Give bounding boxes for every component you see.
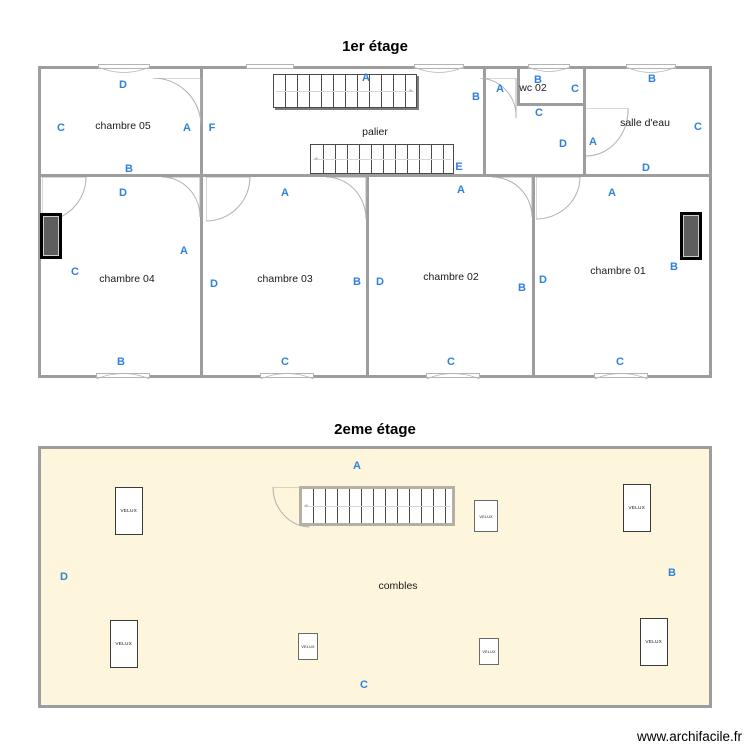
staircase-combles: ◂ [299,486,455,526]
wall-f1-chambre05-right [200,66,203,177]
velux-skylight: VELUX [479,638,499,665]
wall-side-letter: A [457,184,465,196]
wall-side-letter: B [125,163,133,175]
wall-f1-left [38,66,41,378]
wall-side-letter: A [589,136,597,148]
velux-label: VELUX [115,641,133,647]
door-salledeau [586,108,629,157]
wall-side-letter: A [183,122,191,134]
wall-side-letter: C [571,83,579,95]
wall-side-letter: B [668,567,676,579]
window-chambre01-bottom [594,373,648,378]
floor1-plan: ▸ ◂ [38,64,712,379]
wall-side-letter: C [71,266,79,278]
room-label: palier [362,126,388,138]
staircase-upper: ▸ [273,74,417,108]
wall-side-letter: A [496,83,504,95]
door-chambre03-right [326,177,367,220]
wall-side-letter: D [60,571,68,583]
wall-side-letter: A [353,460,361,472]
velux-skylight: VELUX [474,500,498,532]
room-label: wc 02 [519,82,547,94]
window-chambre03-bottom [260,373,314,378]
wall-f1-palier-right [483,66,486,177]
room-label: chambre 02 [423,271,479,283]
velux-skylight: VELUX [110,620,138,668]
window-wc02-top [528,64,570,69]
wall-side-letter: D [119,187,127,199]
wall-side-letter: D [642,162,650,174]
window-chambre02-bottom [426,373,480,378]
wall-side-letter: A [180,245,188,257]
wall-side-letter: B [670,261,678,273]
wall-f1-bottom [38,375,712,378]
room-label: chambre 01 [590,265,646,277]
wall-side-letter: C [57,122,65,134]
velux-label: VELUX [479,513,493,519]
wall-side-letter: D [559,138,567,150]
wall-side-letter: B [534,74,542,86]
wall-side-letter: A [362,72,370,84]
wall-side-letter: D [539,274,547,286]
wall-side-letter: C [281,356,289,368]
wall-side-letter: C [616,356,624,368]
wall-side-letter: E [455,161,463,173]
wall-side-letter: B [353,276,361,288]
wall-side-letter: B [472,91,480,103]
wall-side-letter: F [208,122,216,134]
window-chambre05-top [98,64,150,69]
window-palier-topleft [246,64,294,69]
wall-f1-chambre03-right [366,174,369,378]
floor2-plan: ◂ [38,446,712,708]
door-chambre01-left [536,177,581,220]
velux-skylight: VELUX [115,487,143,535]
wall-side-letter: D [210,278,218,290]
wall-side-letter: C [360,679,368,691]
wall-side-letter: C [447,356,455,368]
wall-side-letter: A [608,187,616,199]
wall-side-letter: C [694,121,702,133]
velux-label: VELUX [120,508,138,514]
wall-f1-top [38,66,712,69]
wall-side-letter: D [376,276,384,288]
velux-label: VELUX [482,649,496,654]
floor1-title: 1er étage [342,38,408,55]
staircase-lower: ◂ [310,144,454,174]
chimney-chambre01 [680,212,702,260]
wall-f1-right [709,66,712,378]
velux-label: VELUX [645,639,663,645]
door-chambre04-right [162,177,201,218]
room-label: chambre 04 [99,273,155,285]
room-label: salle d'eau [620,117,670,129]
velux-skylight: VELUX [623,484,651,532]
wall-wc02-left [517,66,520,106]
wall-side-letter: A [281,187,289,199]
window-palier-topright [414,64,464,69]
wall-side-letter: B [117,356,125,368]
velux-skylight: VELUX [640,618,668,666]
wall-side-letter: B [518,282,526,294]
door-chambre02-right [492,177,533,218]
wall-side-letter: C [535,107,543,119]
window-chambre04-bottom [96,373,150,378]
chimney-chambre04 [40,213,62,259]
room-label: combles [378,580,418,592]
wall-salledeau-left-lower [583,112,586,177]
floor2-title: 2eme étage [334,421,416,438]
door-chambre05 [153,78,202,125]
velux-label: VELUX [628,505,646,511]
wall-f1-mid-horizontal [38,174,712,177]
wall-f1-chambre02-right [532,174,535,378]
door-chambre03-left [206,177,251,222]
wall-side-letter: D [119,79,127,91]
velux-skylight: VELUX [298,633,318,660]
site-watermark: www.archifacile.fr [636,729,742,744]
room-label: chambre 03 [257,273,313,285]
velux-label: VELUX [301,644,315,649]
wall-wc02-bottom [517,103,586,106]
wall-side-letter: B [648,73,656,85]
room-label: chambre 05 [95,120,151,132]
window-salledeau-top [626,64,676,69]
wall-f1-chambre04-right [200,174,203,378]
